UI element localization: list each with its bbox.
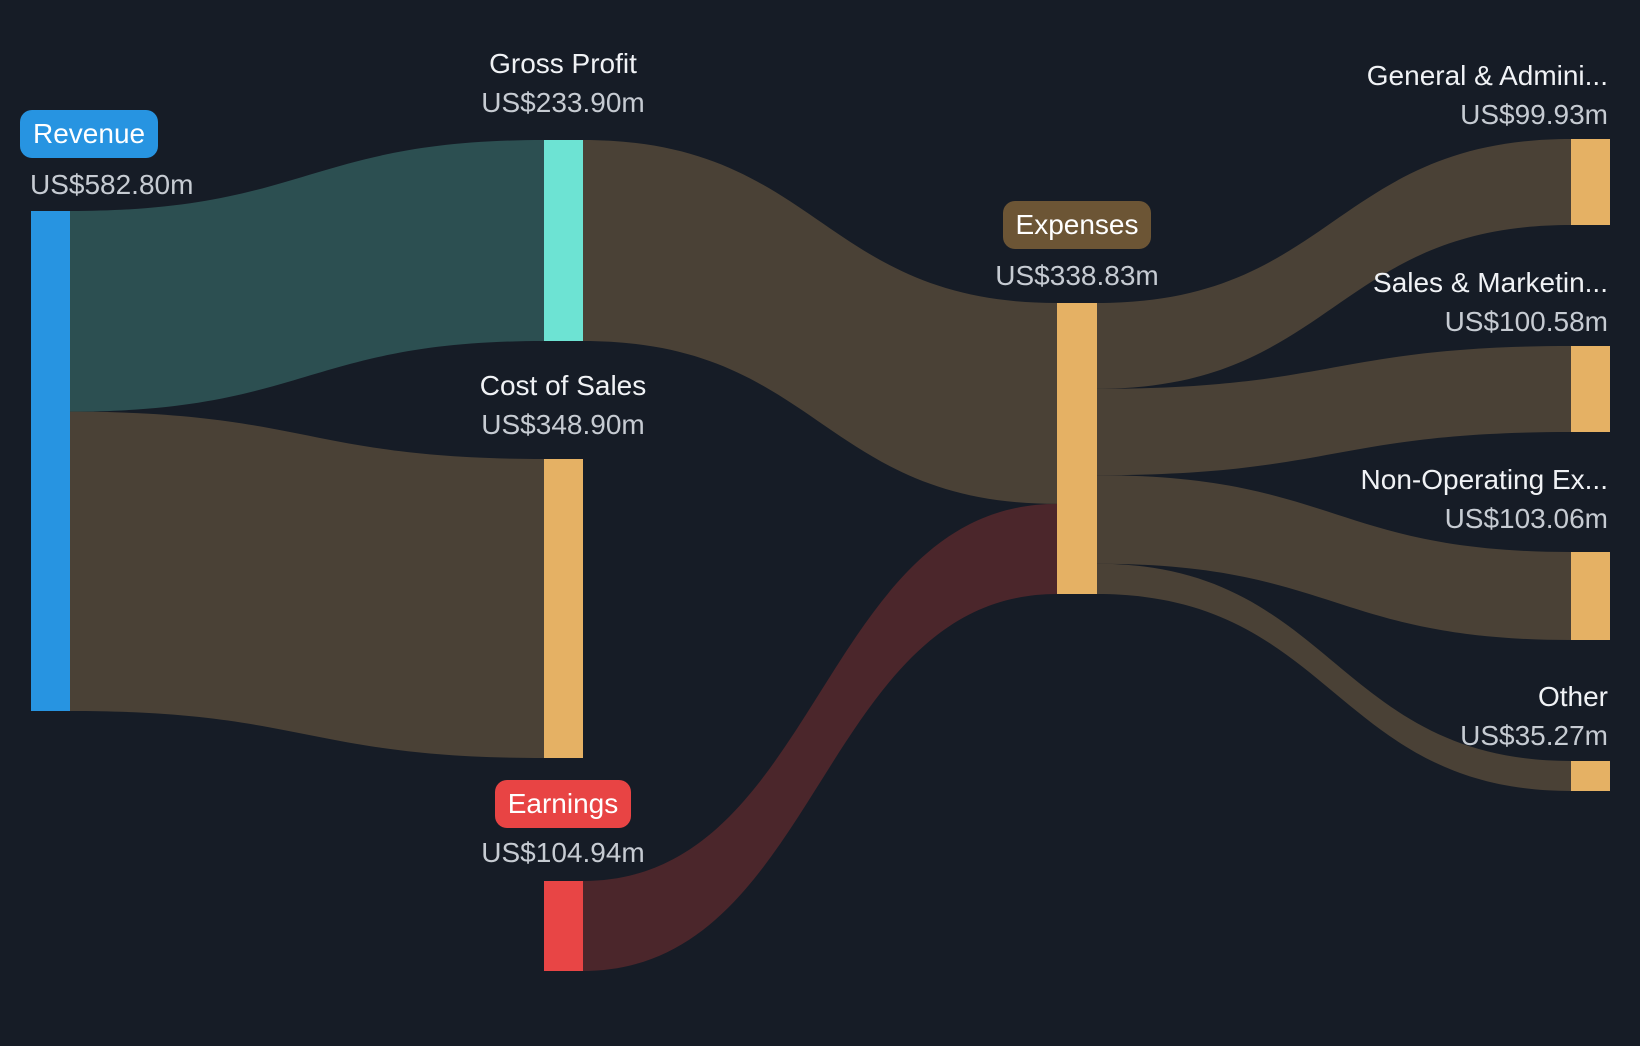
flow-revenue-to-gross-profit[interactable] xyxy=(70,140,544,412)
flow-gross-profit-to-expenses[interactable] xyxy=(583,140,1057,504)
flow-revenue-to-cost-of-sales[interactable] xyxy=(70,411,544,758)
node-other[interactable] xyxy=(1571,761,1610,791)
node-expenses[interactable] xyxy=(1057,303,1097,594)
node-earnings[interactable] xyxy=(544,881,583,971)
flow-expenses-to-non-operating[interactable] xyxy=(1097,475,1571,640)
flow-expenses-to-other[interactable] xyxy=(1097,563,1571,791)
node-general-admin[interactable] xyxy=(1571,139,1610,225)
node-cost-of-sales[interactable] xyxy=(544,459,583,758)
node-revenue[interactable] xyxy=(31,211,70,711)
flow-expenses-to-general-admin[interactable] xyxy=(1097,139,1571,389)
flow-earnings-to-expenses[interactable] xyxy=(583,503,1057,971)
node-gross-profit[interactable] xyxy=(544,140,583,341)
node-non-operating[interactable] xyxy=(1571,552,1610,640)
flows-layer xyxy=(70,139,1571,971)
nodes-layer xyxy=(31,139,1610,971)
flow-expenses-to-sales-marketing[interactable] xyxy=(1097,346,1571,476)
node-sales-marketing[interactable] xyxy=(1571,346,1610,432)
